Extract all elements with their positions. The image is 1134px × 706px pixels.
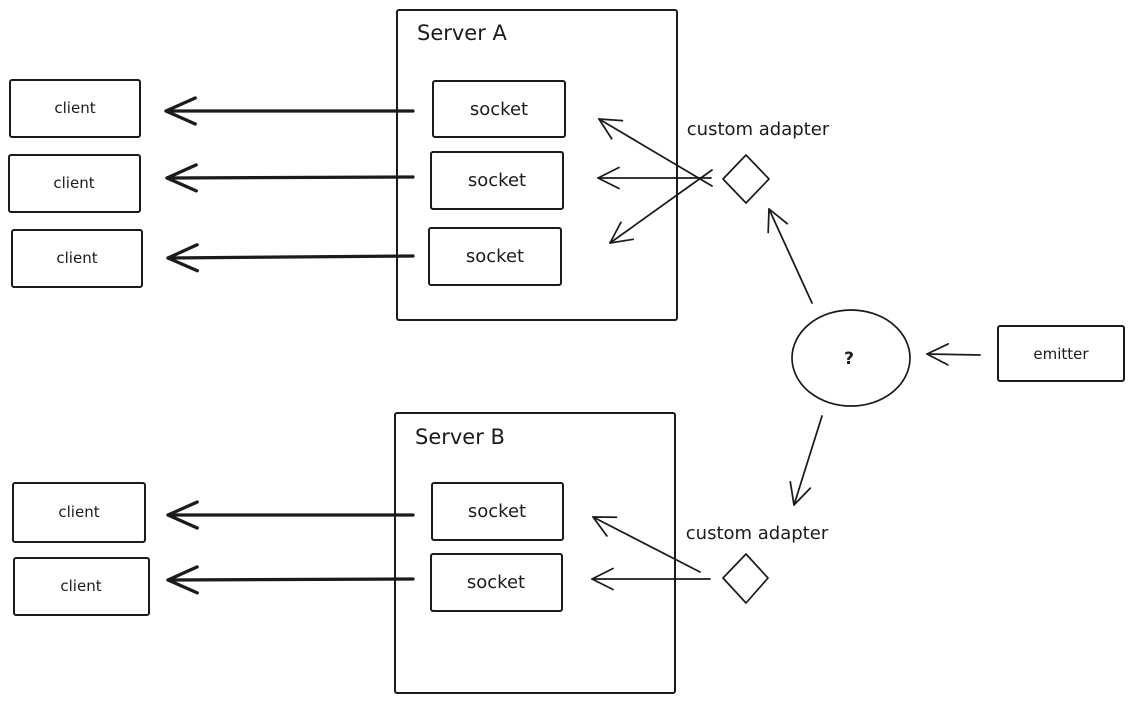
server-b-title: Server B — [415, 425, 505, 449]
emitter-label: emitter — [1033, 345, 1089, 363]
client-top-3-box — [11, 229, 143, 288]
adapter-bottom-label: custom adapter — [686, 523, 829, 544]
arrow-hub-to-adapter-bottom — [789, 415, 823, 506]
server-a-socket-1-box — [432, 80, 566, 138]
hub-label: ? — [844, 349, 854, 369]
client-bottom-2-box — [13, 557, 150, 616]
arrow-adapter-top-to-socket-a3 — [609, 169, 713, 244]
arrow-socket-a3-to-client-3 — [166, 243, 415, 273]
server-b-socket-1-box — [431, 482, 564, 541]
adapter-top-label: custom adapter — [687, 119, 830, 140]
client-top-1-box — [9, 79, 141, 138]
arrow-socket-a2-to-client-2 — [165, 163, 415, 193]
emitter-box — [997, 325, 1125, 382]
arrow-hub-to-adapter-top — [767, 208, 813, 304]
client-top-2-box — [8, 154, 141, 213]
client-top-1-label: client — [54, 99, 95, 117]
server-b-socket-2-label: socket — [467, 572, 525, 593]
server-a-socket-3-label: socket — [466, 246, 524, 267]
arrow-adapter-bottom-to-socket-b1 — [592, 516, 701, 573]
client-bottom-2-label: client — [60, 577, 101, 595]
server-a-socket-3-box — [428, 227, 562, 286]
server-a-socket-2-label: socket — [468, 170, 526, 191]
arrow-adapter-top-to-socket-a1 — [598, 118, 713, 187]
client-top-3-label: client — [56, 249, 97, 267]
client-top-2-label: client — [53, 174, 94, 192]
hub-ellipse — [791, 309, 911, 407]
arrow-emitter-to-hub — [926, 343, 981, 366]
server-a-title: Server A — [417, 21, 508, 45]
adapter-bottom-diamond — [722, 553, 769, 604]
client-bottom-1-box — [12, 482, 146, 543]
server-a-socket-1-label: socket — [470, 99, 528, 120]
client-bottom-1-label: client — [58, 503, 99, 521]
arrow-socket-b2-to-client-5 — [166, 565, 415, 595]
server-b-socket-1-label: socket — [468, 501, 526, 522]
server-b-box — [394, 412, 676, 694]
adapter-top-diamond — [722, 154, 770, 204]
server-b-socket-2-box — [430, 553, 563, 612]
server-a-socket-2-box — [430, 151, 564, 210]
